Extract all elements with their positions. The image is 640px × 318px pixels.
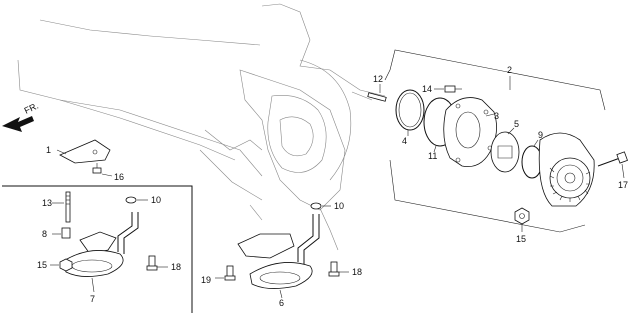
callout-5: 5 [514,119,519,129]
part-6-oil-strainer: 6 [237,214,320,308]
part-4-gasket: 4 [395,89,425,146]
inset-box [2,185,193,313]
callout-2: 2 [507,65,512,75]
callout-16: 16 [114,172,124,182]
part-13-stud: 13 [42,191,71,223]
callout-18-left: 18 [171,262,181,272]
part-5-impeller: 5 [490,119,520,173]
callout-6: 6 [279,298,284,308]
part-3-pump-plate: 3 [443,97,499,167]
engine-block-outline [17,3,386,251]
part-14-bolt: 14 [422,84,462,94]
part-19-bolt: 19 [201,265,236,285]
part-18-bolt-left: 18 [146,255,181,272]
part-15-nut-left: 15 [37,258,73,272]
callout-19: 19 [201,275,211,285]
callout-4: 4 [402,136,407,146]
part-1-bracket: 1 [46,139,111,164]
callout-9: 9 [538,130,543,140]
callout-15-right: 15 [516,234,526,244]
part-7-oil-strainer: 7 [61,212,139,304]
part-15-nut-right: 15 [514,207,530,244]
part-18-bolt-center: 18 [328,261,362,277]
callout-10-center: 10 [334,201,344,211]
callout-1: 1 [46,145,51,155]
callout-17: 17 [618,180,628,190]
callout-8: 8 [42,229,47,239]
callout-15-left: 15 [37,260,47,270]
front-direction-arrow: FR. [2,101,40,132]
part-10-oring-center: 10 [310,201,344,211]
callout-3: 3 [494,111,499,121]
part-17-bolt: 17 [597,151,628,190]
part-10-oring-left: 10 [125,195,161,205]
callout-18-center: 18 [352,267,362,277]
callout-14: 14 [422,84,432,94]
callout-11: 11 [428,151,437,161]
callout-10-left: 10 [151,195,161,205]
callout-12: 12 [373,74,383,84]
part-16-bolt: 16 [92,163,124,182]
water-pump-pulley [538,132,595,207]
callout-7: 7 [90,294,95,304]
part-8-collar: 8 [42,227,71,239]
direction-label: FR. [23,101,40,116]
part-12-stud: 12 [367,74,387,102]
callout-13: 13 [42,198,52,208]
pump-assembly-bracket: 2 [384,49,606,233]
